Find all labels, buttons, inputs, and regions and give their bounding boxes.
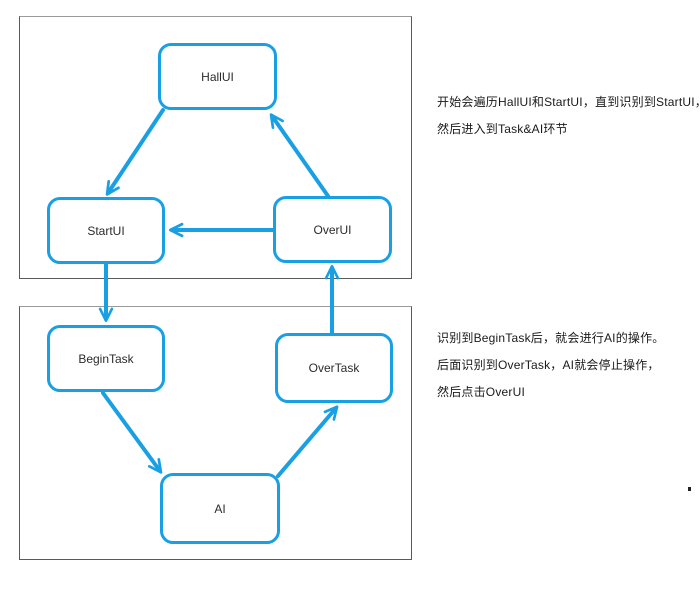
stray-mark bbox=[688, 487, 691, 491]
node-overtask-label: OverTask bbox=[308, 361, 360, 375]
node-overui: OverUI bbox=[273, 196, 392, 263]
node-overtask: OverTask bbox=[275, 333, 393, 403]
node-begintask-label: BeginTask bbox=[78, 351, 134, 366]
task-loop-panel bbox=[19, 306, 412, 560]
annotation-line: 然后进入到Task&AI环节 bbox=[437, 122, 568, 136]
annotation-line: 后面识别到OverTask，AI就会停止操作， bbox=[437, 358, 660, 372]
annotation-line: 然后点击OverUI bbox=[437, 385, 526, 399]
annotation-line: 识别到BeginTask后，就会进行AI的操作。 bbox=[437, 331, 665, 345]
node-overui-label: OverUI bbox=[313, 222, 352, 237]
annotation-task-loop: 识别到BeginTask后，就会进行AI的操作。 后面识别到OverTask，A… bbox=[437, 325, 695, 406]
node-hallui-label: HallUI bbox=[201, 69, 234, 84]
node-hallui: HallUI bbox=[158, 43, 277, 110]
node-startui: StartUI bbox=[47, 197, 165, 264]
node-ai-label: AI bbox=[214, 501, 226, 516]
ui-loop-panel bbox=[19, 16, 412, 279]
node-ai: AI bbox=[160, 473, 280, 544]
node-startui-label: StartUI bbox=[87, 223, 125, 238]
annotation-ui-loop: 开始会遍历HallUI和StartUI，直到识别到StartUI， 然后进入到T… bbox=[437, 89, 700, 143]
node-begintask: BeginTask bbox=[47, 325, 165, 392]
annotation-line: 开始会遍历HallUI和StartUI，直到识别到StartUI， bbox=[437, 95, 700, 109]
